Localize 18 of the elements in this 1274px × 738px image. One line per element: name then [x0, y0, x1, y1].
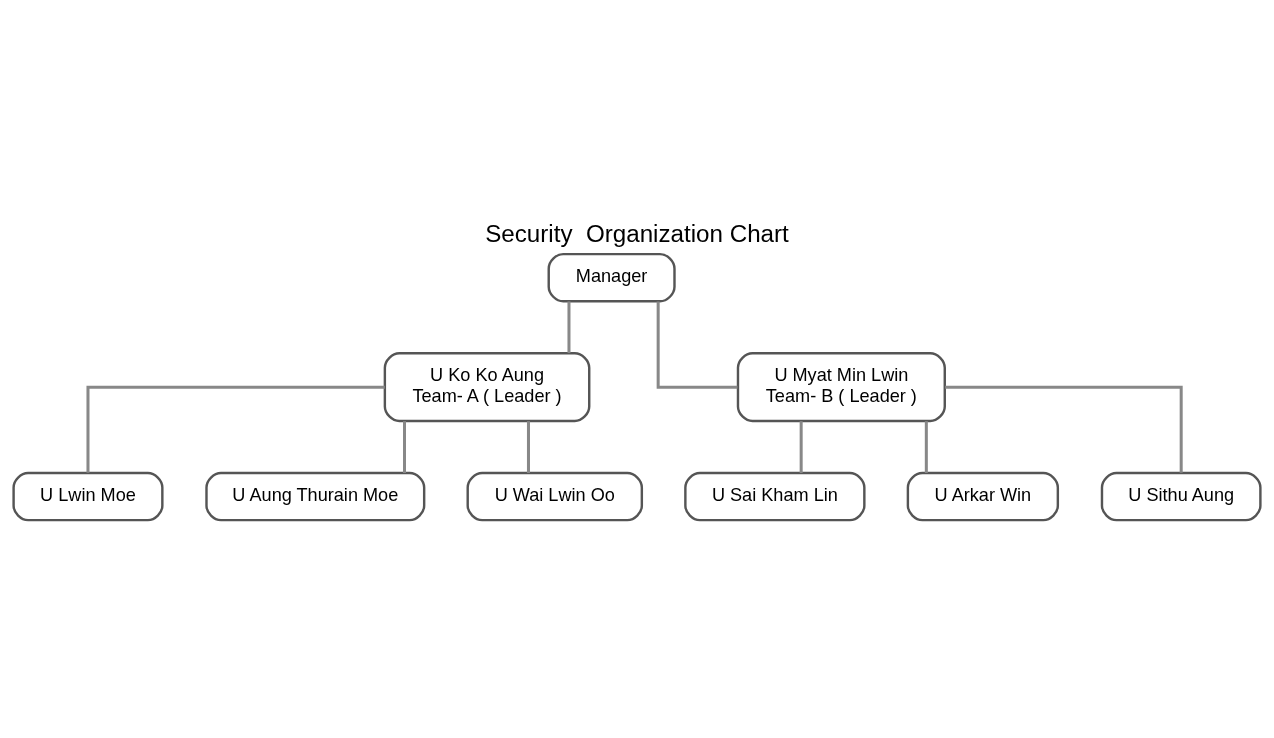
diagram-title: Security Organization Chart — [485, 220, 789, 248]
node-box: U Ko Ko Aung Team- A ( Leader ) — [383, 352, 591, 423]
node-box: U Lwin Moe — [12, 471, 164, 522]
connector — [656, 301, 738, 389]
node-box: U Wai Lwin Oo — [466, 471, 644, 522]
connector — [526, 421, 530, 473]
node-box: U Aung Thurain Moe — [205, 471, 426, 522]
connector — [567, 301, 571, 354]
node-box: Manager — [547, 252, 676, 303]
node-box: U Sithu Aung — [1100, 471, 1262, 522]
node-box: U Myat Min Lwin Team- B ( Leader ) — [736, 352, 946, 423]
connector — [924, 421, 928, 473]
node-box: U Sai Kham Lin — [684, 471, 866, 522]
connector — [799, 421, 803, 473]
connector — [945, 385, 1183, 473]
node-box: U Arkar Win — [906, 471, 1060, 522]
connector — [403, 421, 406, 473]
connector — [86, 385, 385, 473]
